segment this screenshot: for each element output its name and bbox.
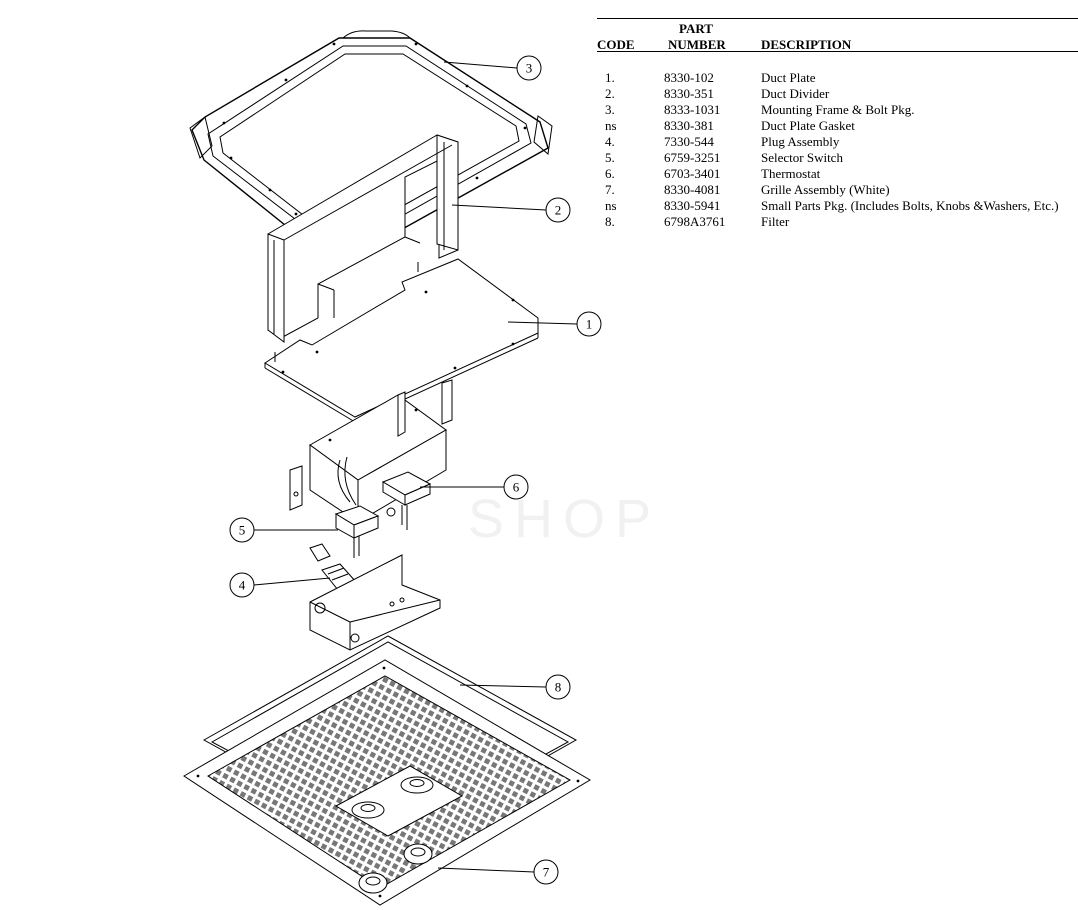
row-part-number: 8330-5941 — [664, 198, 721, 213]
row-description: Plug Assembly — [761, 134, 840, 149]
row-code: 1. — [605, 70, 615, 85]
table-row: 1. 8330-102 Duct Plate — [597, 70, 1078, 86]
row-code: 4. — [605, 134, 615, 149]
callout-5-label: 5 — [239, 523, 246, 538]
callout-6: 6 — [420, 474, 529, 500]
callout-7: 7 — [437, 859, 559, 885]
table-row: ns 8330-5941 Small Parts Pkg. (Includes Bo… — [597, 198, 1078, 214]
row-description: Filter — [761, 214, 790, 229]
callout-1-label: 1 — [586, 317, 593, 332]
grille-assembly — [183, 659, 591, 906]
thermostat — [381, 471, 432, 530]
row-code: 2. — [605, 86, 615, 101]
header-description: DESCRIPTION — [761, 37, 852, 52]
callout-3: 3 — [443, 55, 542, 81]
row-part-number: 6798A3761 — [664, 214, 726, 229]
row-part-number: 8330-381 — [664, 118, 714, 133]
selector-switch — [334, 505, 380, 558]
table-row: 2. 8330-351 Duct Divider — [597, 86, 1078, 102]
duct-divider — [267, 134, 459, 343]
row-description: Duct Divider — [761, 86, 830, 101]
row-description: Thermostat — [761, 166, 821, 181]
table-row: 4. 7330-544 Plug Assembly — [597, 134, 1078, 150]
table-top-rule — [597, 18, 1078, 19]
row-description: Selector Switch — [761, 150, 843, 165]
callout-8-label: 8 — [555, 680, 562, 695]
row-description: Grille Assembly (White) — [761, 182, 890, 197]
row-part-number: 6759-3251 — [664, 150, 721, 165]
row-description: Mounting Frame & Bolt Pkg. — [761, 102, 915, 117]
row-part-number: 8333-1031 — [664, 102, 721, 117]
table-row: 5. 6759-3251 Selector Switch — [597, 150, 1078, 166]
callout-2-label: 2 — [555, 203, 562, 218]
callout-5: 5 — [229, 517, 338, 543]
header-part-top: PART — [679, 21, 713, 36]
row-part-number: 8330-102 — [664, 70, 714, 85]
row-part-number: 6703-3401 — [664, 166, 721, 181]
callout-1: 1 — [507, 311, 602, 337]
callout-8: 8 — [459, 674, 571, 700]
control-bracket — [309, 554, 441, 651]
row-code: 5. — [605, 150, 615, 165]
row-part-number: 7330-544 — [664, 134, 714, 149]
callout-3-label: 3 — [526, 61, 533, 76]
table-row: 7. 8330-4081 Grille Assembly (White) — [597, 182, 1078, 198]
watermark: SHOP — [468, 489, 662, 549]
row-description: Duct Plate — [761, 70, 816, 85]
header-part-bottom: NUMBER — [668, 37, 726, 52]
callout-4: 4 — [229, 572, 331, 598]
callout-7-label: 7 — [543, 865, 550, 880]
row-code: ns — [605, 198, 617, 213]
row-code: 7. — [605, 182, 615, 197]
table-row: 8. 6798A3761 Filter — [597, 214, 1078, 230]
row-code: 3. — [605, 102, 615, 117]
callout-6-label: 6 — [513, 480, 520, 495]
table-row: ns 8330-381 Duct Plate Gasket — [597, 118, 1078, 134]
callout-2: 2 — [451, 197, 571, 223]
table-row: 3. 8333-1031 Mounting Frame & Bolt Pkg. — [597, 102, 1078, 118]
row-part-number: 8330-4081 — [664, 182, 721, 197]
row-code: ns — [605, 118, 617, 133]
table-body: 1. 8330-102 Duct Plate 2. 8330-351 Duct Divi… — [597, 70, 1078, 230]
row-description: Duct Plate Gasket — [761, 118, 855, 133]
callout-4-label: 4 — [239, 578, 246, 593]
table-row: 6. 6703-3401 Thermostat — [597, 166, 1078, 182]
row-part-number: 8330-351 — [664, 86, 714, 101]
row-description: Small Parts Pkg. (Includes Bolts, Knobs … — [761, 198, 1059, 213]
row-code: 6. — [605, 166, 615, 181]
table-header: CODE PART NUMBER DESCRIPTION — [597, 19, 1078, 52]
row-code: 8. — [605, 214, 615, 229]
header-code: CODE — [597, 37, 635, 52]
